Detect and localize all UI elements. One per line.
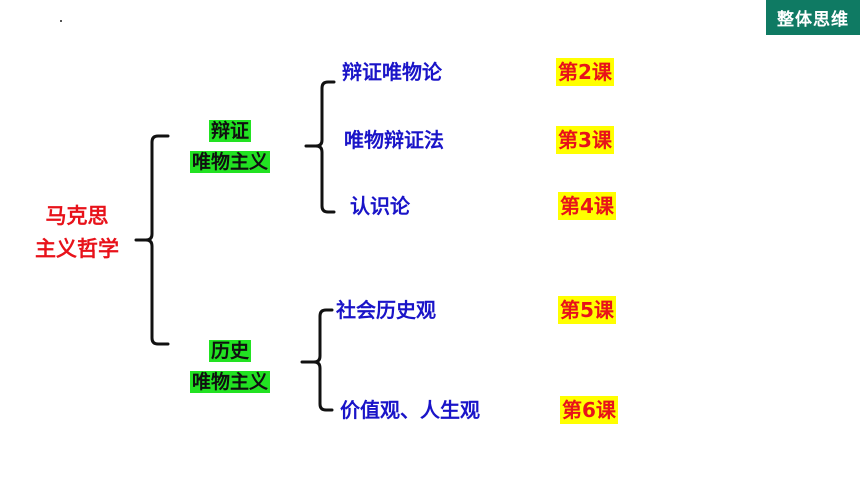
lesson-badge-6: 第6课 (560, 396, 618, 424)
item-epistemology: 认识论 (350, 194, 410, 218)
item-social-history-view: 社会历史观 (336, 298, 436, 322)
lesson-badge-2: 第2课 (556, 58, 614, 86)
branch-2-line-2: 唯物主义 (189, 371, 270, 393)
lesson-badge-3: 第3课 (556, 126, 614, 154)
branch-2-line-1: 历史 (208, 340, 251, 362)
decorative-dot (60, 20, 62, 22)
branch-historical-materialism: 历史 唯物主义 (178, 336, 282, 398)
item-dialectical-materialism-theory: 辩证唯物论 (342, 60, 442, 84)
branch-1-bracket (304, 80, 336, 214)
branch-dialectical-materialism: 辩证 唯物主义 (178, 116, 282, 178)
root-line-2: 主义哲学 (35, 237, 119, 261)
item-values-outlook-on-life: 价值观、人生观 (340, 398, 480, 422)
section-badge: 整体思维 (766, 0, 860, 35)
lesson-badge-4: 第4课 (558, 192, 616, 220)
root-line-1: 马克思 (45, 204, 109, 228)
root-node: 马克思 主义哲学 (22, 200, 132, 266)
lesson-badge-5: 第5课 (558, 296, 616, 324)
branch-2-bracket (300, 308, 334, 412)
item-materialist-dialectics: 唯物辩证法 (344, 128, 444, 152)
branch-1-line-2: 唯物主义 (189, 151, 270, 173)
branch-1-line-1: 辩证 (208, 120, 251, 142)
root-bracket (134, 134, 170, 346)
